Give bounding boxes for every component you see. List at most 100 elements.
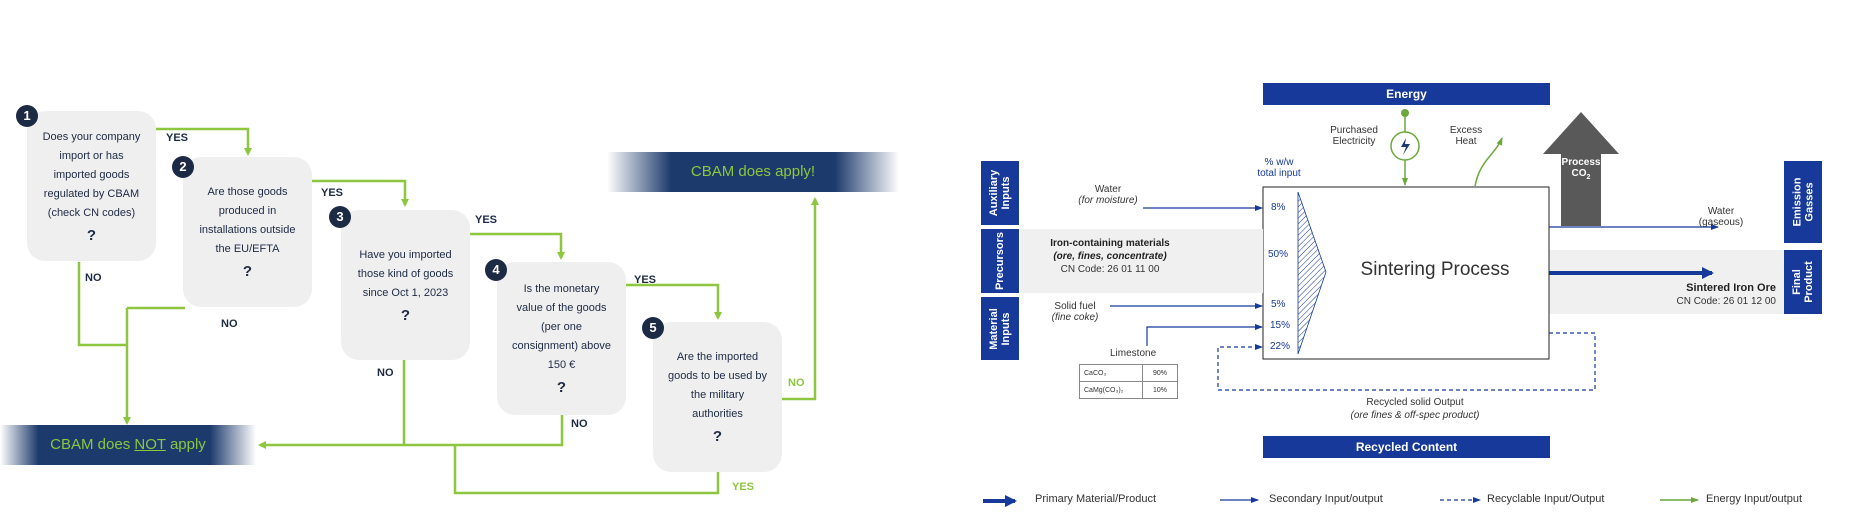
water-pct: 8% (1271, 202, 1286, 213)
question-3-box: Have you imported those kind of goods si… (341, 210, 470, 360)
purchased-electricity-line-2: Electricity (1332, 136, 1376, 147)
recycled-output-name: Recycled solid Output (1366, 397, 1464, 408)
not-apply-text-after: apply (165, 436, 206, 453)
limestone-value-2: 10% (1142, 381, 1178, 399)
question-5-line-4: authorities (692, 408, 743, 420)
process-co2-line-1: Process (1561, 157, 1601, 168)
legend-recyclable: Recyclable Input/Output (1487, 493, 1605, 505)
recycled-output-label: Recycled solid Output (ore fines & off-s… (1300, 396, 1530, 422)
auxiliary-line-2: Inputs (1000, 176, 1012, 210)
excess-heat-label: Excess Heat (1446, 125, 1486, 147)
limestone-row-2: CaMg(CO₃)₂ 10% (1079, 381, 1178, 399)
purchased-electricity-line-1: Purchased (1330, 125, 1378, 136)
cbam-not-apply-banner: CBAM does NOT apply (0, 425, 256, 465)
question-1-line-1: Does your company (42, 130, 141, 143)
question-4-line-3: (per one (541, 321, 582, 333)
question-2-line-3: installations outside (199, 224, 296, 236)
limestone-row-1: CaCO₃ 90% (1079, 364, 1178, 382)
material-line-1: Material (988, 307, 1001, 350)
question-3-line-2: those kind of goods (357, 267, 454, 280)
limestone-formula-2: CaMg(CO₃)₂ (1079, 381, 1143, 399)
energy-header: Energy (1263, 83, 1550, 105)
question-5-mark: ? (712, 428, 723, 445)
legend-secondary: Secondary Input/output (1269, 493, 1383, 505)
question-4-box: Is the monetary value of the goods (per … (497, 262, 626, 415)
pct-header-line-2: total input (1257, 168, 1301, 179)
yes-label-1: YES (166, 132, 189, 144)
question-2-line-2: produced in (218, 205, 277, 217)
product-cn: CN Code: 26 01 12 00 (1676, 296, 1776, 307)
question-4-line-2: value of the goods (516, 302, 607, 314)
process-title: Sintering Process (1360, 259, 1510, 280)
auxiliary-line-1: Auxiliary (988, 169, 1000, 217)
water-output-label: Water (gaseous) (1693, 206, 1749, 228)
limestone-pct-2: 22% (1270, 341, 1291, 352)
question-4-line-5: 150 € (547, 359, 576, 371)
iron-input-name: Iron-containing materials (1050, 238, 1170, 249)
question-2-box: Are those goods produced in installation… (183, 157, 312, 307)
process-co2-subscript: 2 (1586, 174, 1591, 181)
solid-fuel-pct: 5% (1271, 299, 1286, 310)
yes-label-5: YES (732, 481, 755, 493)
no-label-5: NO (788, 377, 805, 389)
question-1-line-4: regulated by CBAM (43, 187, 140, 200)
limestone-label: Limestone (1110, 348, 1157, 359)
question-3-line-3: since Oct 1, 2023 (362, 286, 449, 299)
question-5-line-2: goods to be used by (667, 370, 768, 382)
question-5-line-3: the military (690, 389, 745, 401)
iron-input-cn: CN Code: 26 01 11 00 (1060, 264, 1160, 275)
solid-fuel-name: Solid fuel (1054, 301, 1096, 312)
water-input-name: Water (1094, 184, 1122, 195)
question-2-mark: ? (242, 263, 253, 280)
precursors-tag: Precursors (981, 229, 1019, 293)
purchased-electricity-label: Purchased Electricity (1325, 125, 1383, 147)
not-apply-text-underlined: NOT (134, 436, 166, 453)
water-output-line-1: Water (1707, 206, 1735, 217)
step-2-badge: 2 (172, 156, 194, 178)
final-line-2: Product (1803, 261, 1815, 303)
question-2-line-4: the EU/EFTA (215, 243, 280, 255)
material-line-2: Inputs (1000, 312, 1013, 346)
product-name: Sintered Iron Ore (1686, 282, 1776, 294)
final-line-1: Final (1791, 269, 1803, 295)
legend-primary: Primary Material/Product (1035, 493, 1157, 505)
precursors-label: Precursors (994, 231, 1006, 291)
recycled-content-header: Recycled Content (1263, 436, 1550, 458)
question-5-box: Are the imported goods to be used by the… (653, 322, 782, 472)
yes-label-2: YES (321, 187, 344, 199)
iron-pct: 50% (1268, 249, 1289, 260)
precursor-band (1020, 229, 1263, 293)
pct-header-line-1: % w/w (1264, 157, 1294, 168)
question-3-line-1: Have you imported (359, 248, 452, 261)
question-1-box: Does your company import or has imported… (27, 111, 156, 261)
water-input-note: (for moisture) (1078, 195, 1138, 206)
cbam-applies-banner: CBAM does apply! (607, 152, 899, 192)
iron-input-note: (ore, fines, concentrate) (1053, 251, 1167, 262)
process-co2-co: CO (1571, 168, 1587, 179)
limestone-pct-1: 15% (1270, 320, 1291, 331)
no-label-2: NO (221, 318, 238, 330)
step-4-badge: 4 (485, 259, 507, 281)
yes-label-4: YES (634, 274, 657, 286)
no-label-1: NO (85, 272, 102, 284)
product-label: Sintered Iron Ore CN Code: 26 01 12 00 (1660, 281, 1776, 309)
question-4-line-4: consignment) above (511, 340, 612, 352)
recycled-output-note: (ore fines & off-spec product) (1350, 410, 1480, 421)
process-co2-label: Process CO2 (1556, 157, 1606, 181)
question-1-line-5: (check CN codes) (47, 206, 136, 219)
question-4-mark: ? (556, 379, 567, 396)
no-label-4: NO (571, 418, 588, 430)
iron-input-label: Iron-containing materials (ore, fines, c… (1030, 237, 1190, 276)
limestone-table: CaCO₃ 90% CaMg(CO₃)₂ 10% (1079, 364, 1178, 399)
legend-energy: Energy Input/output (1706, 493, 1803, 505)
solid-fuel-label: Solid fuel (fine coke) (1040, 301, 1110, 323)
question-3-mark: ? (400, 306, 411, 324)
question-4-line-1: Is the monetary (523, 283, 600, 295)
question-5-line-1: Are the imported (676, 351, 759, 363)
emission-line-2: Gasses (1803, 182, 1815, 222)
